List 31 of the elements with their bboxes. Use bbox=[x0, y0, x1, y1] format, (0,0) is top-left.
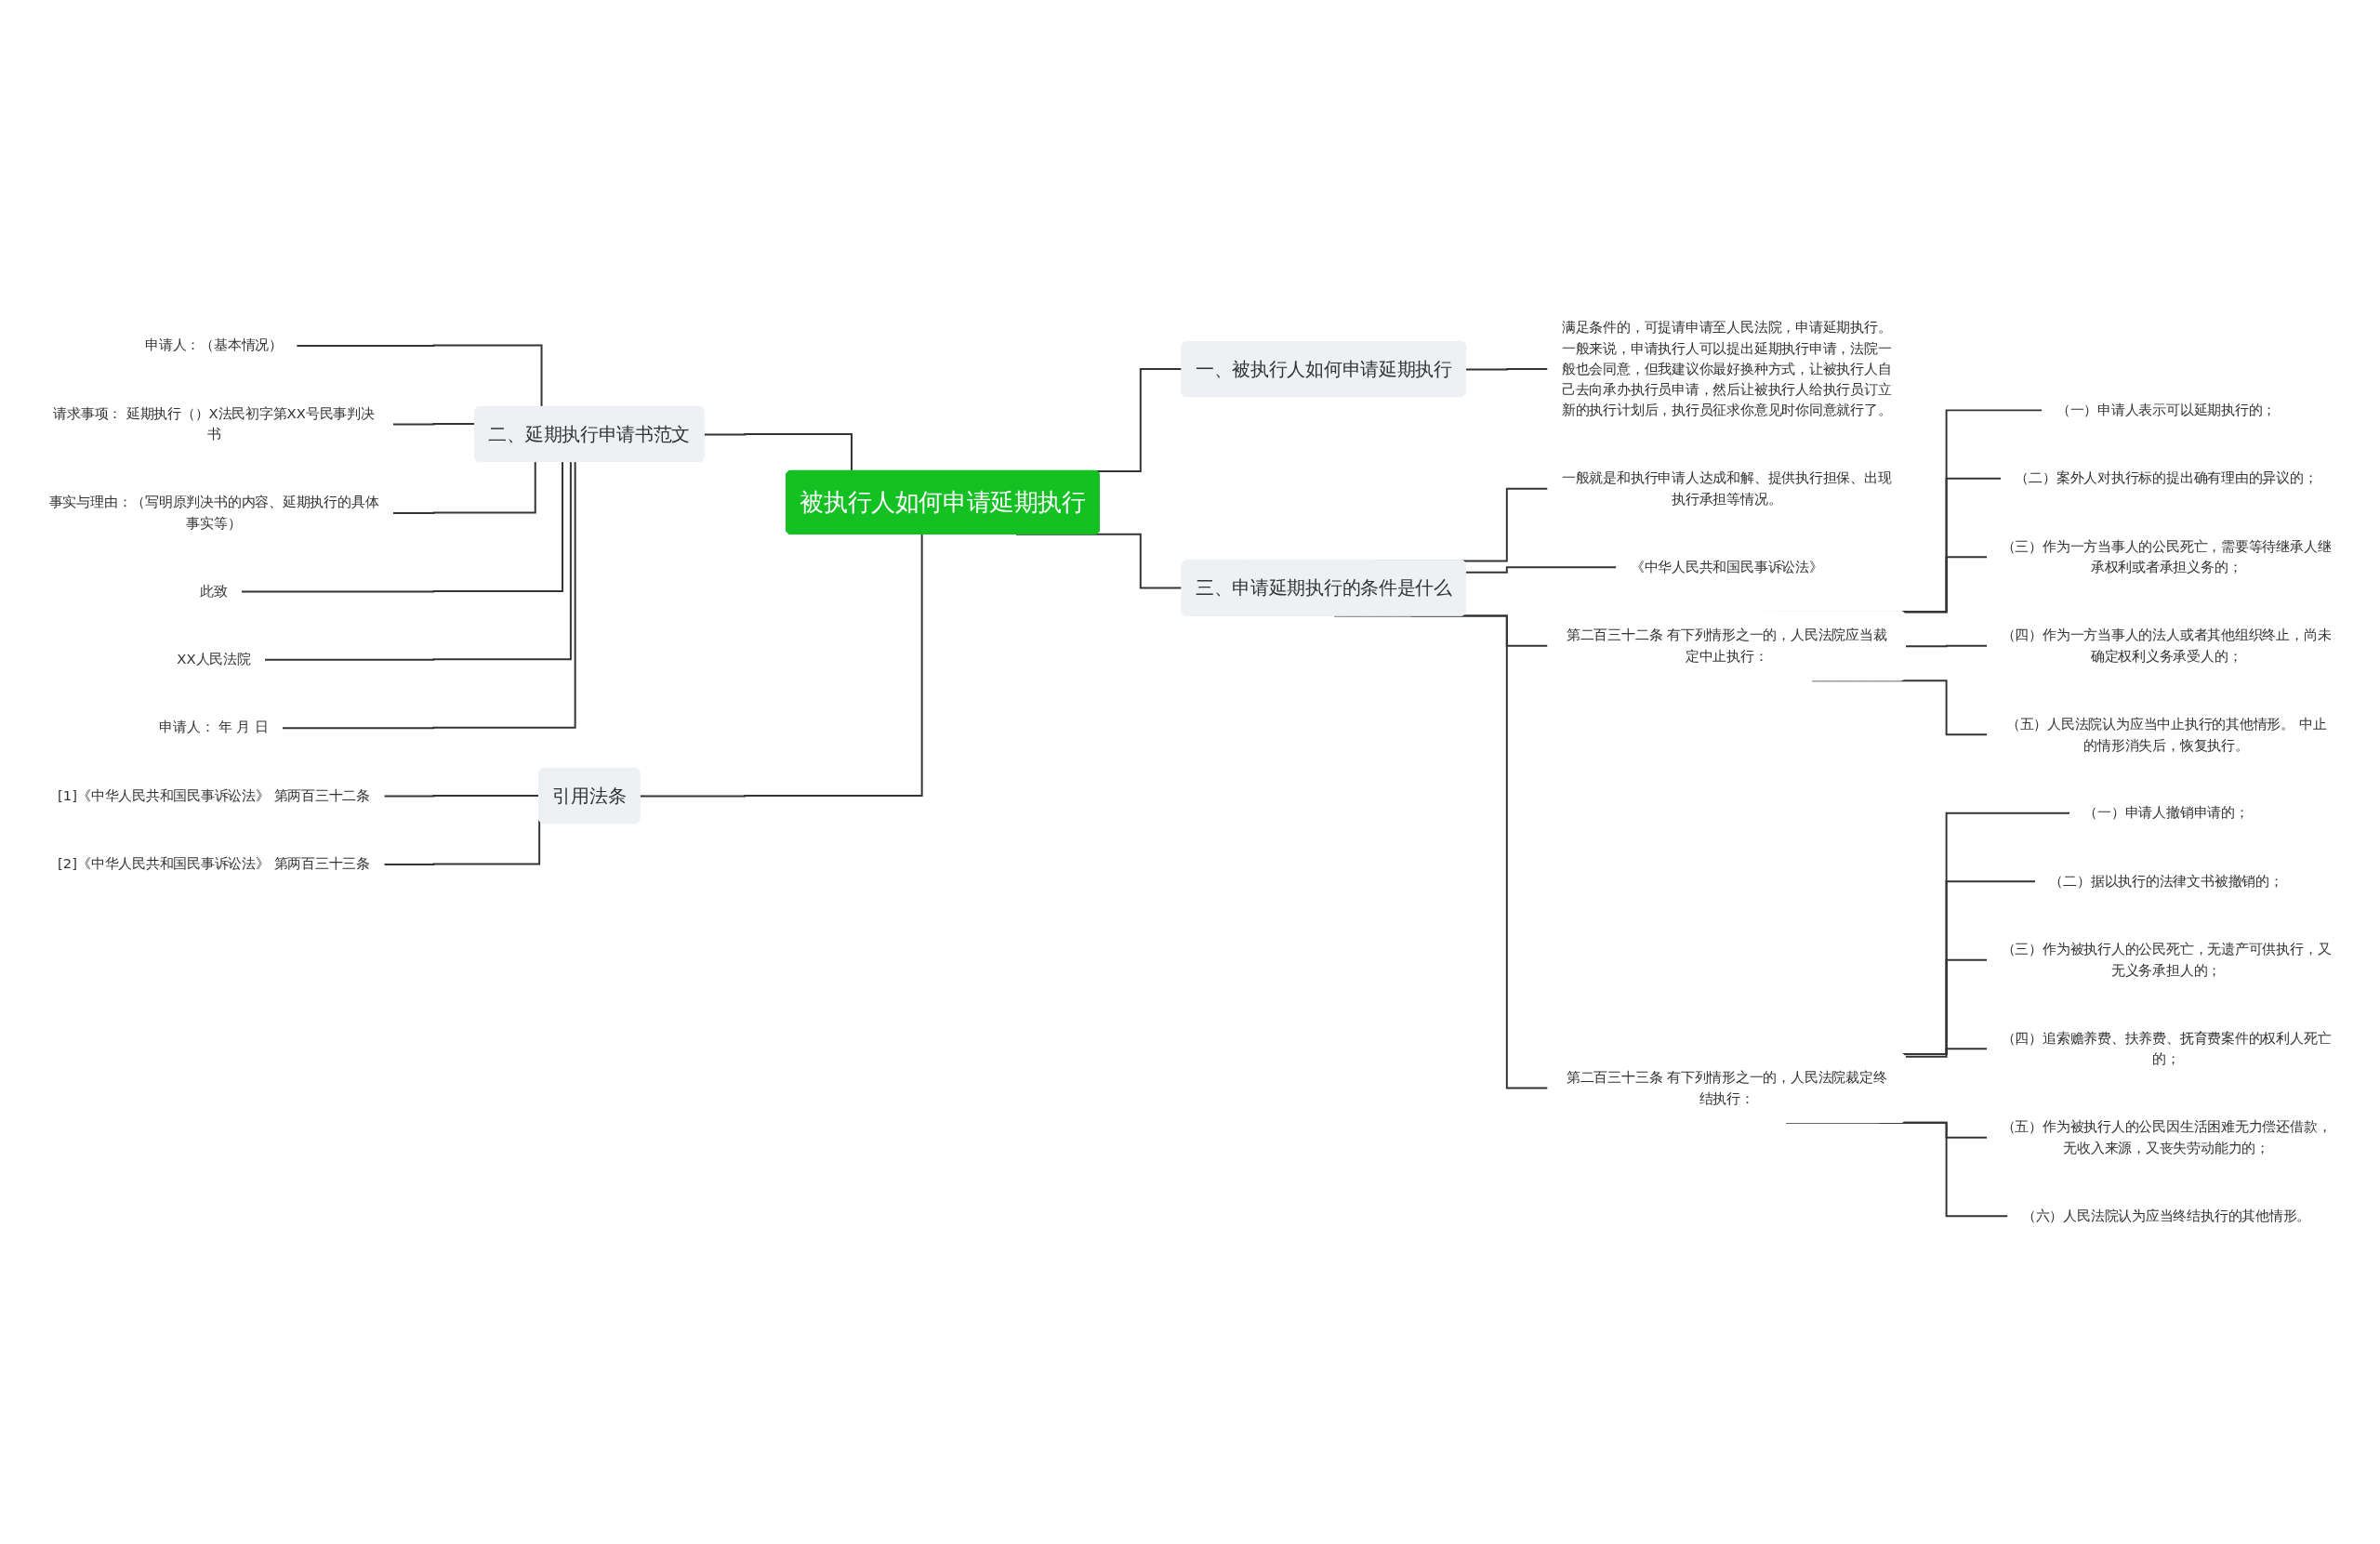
node-text: （三）作为被执行人的公民死亡，无遗产可供执行，又无义务承担人的； bbox=[2001, 941, 2332, 979]
connector bbox=[296, 344, 543, 408]
connector bbox=[241, 461, 563, 593]
node-text: 请求事项： 延期执行（）X法民初字第XX号民事判决书 bbox=[53, 404, 375, 442]
node-text: 满足条件的，可提请申请至人民法院，申请延期执行。一般来说，申请执行人可以提出延期执行申请，法院一般也会同意，但我建议你最好换种方式，让被执行人自己去向承办执行员申请，然后让被执行人给执行员订立新的执行计划后，执行员征求你意见时你同意就行了。 bbox=[1561, 319, 1892, 419]
node-text: （四）追索赡养费、扶养费、抚育费案件的权利人死亡的； bbox=[2001, 1030, 2332, 1067]
connector bbox=[639, 533, 923, 798]
node-text: XX人民法院 bbox=[177, 651, 251, 667]
node-text: 此致 bbox=[200, 582, 228, 600]
node-text: （一）申请人表示可以延期执行的； bbox=[2056, 402, 2277, 419]
node-text: [1]《中华人民共和国民事诉讼法》 第两百三十二条 bbox=[58, 787, 370, 804]
connector bbox=[282, 461, 576, 730]
node-text: 事实与理由：（写明原判决书的内容、延期执行的具体事实等） bbox=[48, 494, 379, 532]
node-text: （二）据以执行的法律文书被撤销的； bbox=[2049, 873, 2283, 890]
connector bbox=[263, 461, 572, 661]
node-text: 申请人： 年 月 日 bbox=[159, 719, 269, 736]
node-text: （五）人民法院认为应当中止执行的其他情形。 中止的情形消失后，恢复执行。 bbox=[2005, 716, 2327, 754]
node-text: （二）案外人对执行标的提出确有理由的异议的； bbox=[2015, 469, 2318, 487]
node-text: 《中华人民共和国民事诉讼法》 bbox=[1630, 559, 1823, 575]
node-text: （一）申请人撤销申请的； bbox=[2083, 804, 2249, 822]
connector bbox=[703, 433, 853, 472]
connector bbox=[1465, 566, 1619, 574]
node-text: 一般就是和执行申请人达成和解、提供执行担保、出现执行承担等情况。 bbox=[1561, 469, 1892, 508]
node-text: （四）作为一方当事人的法人或者其他组织终止，尚未确定权利义务承受人的； bbox=[2001, 627, 2332, 665]
connector bbox=[391, 461, 536, 514]
node-text: [2]《中华人民共和国民事诉讼法》 第两百三十三条 bbox=[58, 855, 370, 873]
node-text: （五）作为被执行人的公民因生活困难无力偿还借款，无收入来源，又丧失劳动能力的； bbox=[2001, 1118, 2332, 1156]
node-text: （三）作为一方当事人的公民死亡，需要等待继承人继承权利或者承担义务的； bbox=[2001, 538, 2332, 575]
node-text: 申请人：（基本情况） bbox=[145, 337, 283, 354]
node-text: （六）人民法院认为应当终结执行的其他情形。 bbox=[2021, 1207, 2311, 1224]
connector bbox=[1465, 368, 1550, 371]
